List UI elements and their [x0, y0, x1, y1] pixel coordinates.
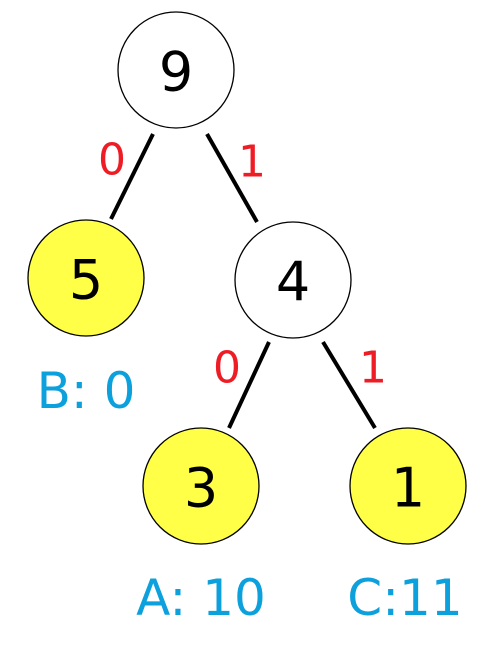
code-label-a: A: 10 — [136, 569, 266, 627]
edge-root-inner — [205, 133, 259, 223]
node-left: 5 — [27, 219, 145, 337]
node-root-circle — [117, 11, 235, 129]
node-inner-right-circle — [349, 427, 467, 545]
node-root-label: 9 — [159, 41, 193, 104]
code-label-c: C:11 — [347, 569, 462, 627]
node-inner-label: 4 — [276, 251, 310, 314]
node-left-label: 5 — [69, 249, 103, 312]
node-root: 9 — [117, 11, 235, 129]
node-inner-right: 1 — [349, 427, 467, 545]
node-inner-circle — [234, 221, 352, 339]
edge-root-left — [109, 133, 155, 220]
node-inner-left: 3 — [142, 427, 260, 545]
edge-label-inner-inner-right: 1 — [359, 343, 387, 394]
node-inner: 4 — [234, 221, 352, 339]
code-label-b: B: 0 — [37, 362, 136, 420]
node-inner-right-label: 1 — [391, 457, 425, 520]
edge-inner-inner-right — [321, 340, 377, 430]
node-inner-left-circle — [142, 427, 260, 545]
node-left-circle — [27, 219, 145, 337]
edge-label-root-left: 0 — [98, 135, 126, 186]
edge-label-root-inner: 1 — [238, 137, 266, 188]
edge-label-inner-inner-left: 0 — [213, 343, 241, 394]
node-inner-left-label: 3 — [184, 457, 218, 520]
edge-inner-inner-left — [227, 341, 271, 429]
